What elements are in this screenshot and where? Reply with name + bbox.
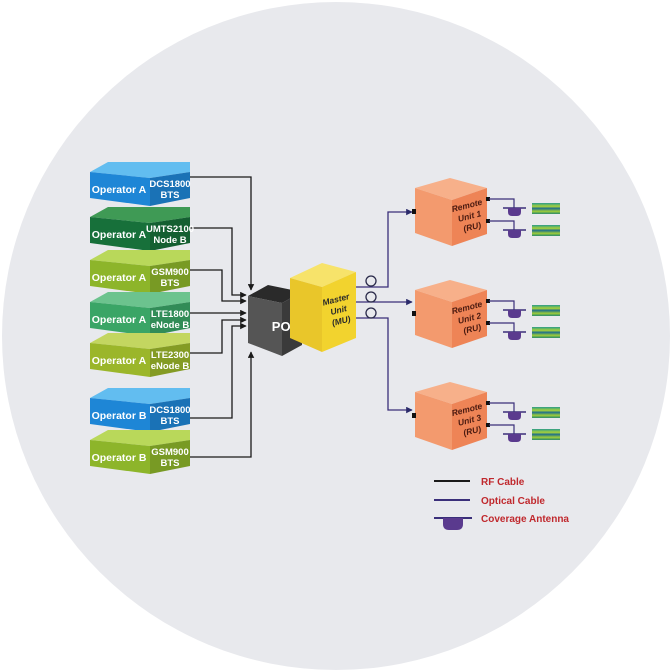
mu-label-line2: Unit bbox=[329, 303, 349, 317]
coverage-antenna-icon bbox=[503, 433, 526, 442]
coverage-area-icon bbox=[532, 203, 560, 214]
technology-sublabel: BTS bbox=[161, 458, 180, 469]
optical-cables bbox=[356, 208, 413, 414]
legend-optical-label: Optical Cable bbox=[481, 496, 545, 507]
rf-cable bbox=[190, 316, 247, 354]
technology-label: GSM900 bbox=[151, 447, 189, 458]
rf-cable bbox=[190, 351, 255, 458]
rf-cable bbox=[190, 176, 255, 291]
optical-cable bbox=[489, 424, 515, 434]
coverage-antenna-icon bbox=[434, 517, 472, 530]
technology-sublabel: eNode B bbox=[151, 320, 190, 331]
technology-label: LTE1800 bbox=[151, 309, 189, 320]
poi-label: POI bbox=[272, 319, 294, 334]
coverage-area-icon bbox=[532, 225, 560, 236]
coverage-area-icon bbox=[532, 429, 560, 440]
coverage-antenna-icon bbox=[503, 411, 526, 420]
operator-label: Operator B bbox=[92, 452, 147, 464]
remote-unit-label: (RU) bbox=[462, 220, 482, 234]
fiber-coil-icon bbox=[365, 307, 377, 319]
operator-label: Operator A bbox=[92, 272, 147, 284]
operator-label: Operator A bbox=[92, 355, 147, 367]
fiber-coil-icon bbox=[365, 291, 377, 303]
operator-label: Operator A bbox=[92, 314, 147, 326]
coverage-area-icon bbox=[532, 407, 560, 418]
optical-cable bbox=[489, 402, 515, 412]
mu-label-line3: (MU) bbox=[331, 314, 352, 328]
coverage-area-icon bbox=[532, 327, 560, 338]
coverage-area-icon bbox=[532, 305, 560, 316]
remote-unit-label: (RU) bbox=[462, 424, 482, 438]
rf-cables bbox=[190, 176, 255, 458]
remote-unit-label: (RU) bbox=[462, 322, 482, 336]
operator-label: Operator A bbox=[92, 229, 147, 241]
rf-cable bbox=[190, 227, 247, 299]
operator-label: Operator A bbox=[92, 184, 147, 196]
optical-cable bbox=[489, 300, 515, 310]
coverage-antenna-icon bbox=[503, 207, 526, 216]
optical-cable bbox=[489, 220, 515, 230]
fiber-coil-icon bbox=[365, 275, 377, 287]
coverage-antenna-icon bbox=[503, 229, 526, 238]
technology-label: DCS1800 bbox=[149, 179, 190, 190]
technology-sublabel: eNode B bbox=[151, 361, 190, 372]
optical-cable bbox=[489, 322, 515, 332]
optical-cable bbox=[356, 208, 413, 288]
operator-label: Operator B bbox=[92, 410, 147, 422]
legend-rf-label: RF Cable bbox=[481, 477, 525, 488]
technology-sublabel: BTS bbox=[161, 416, 180, 427]
master-unit: Master Unit (MU) bbox=[290, 263, 356, 352]
legend-antenna-label: Coverage Antenna bbox=[481, 514, 569, 525]
technology-label: UMTS2100 bbox=[146, 224, 194, 235]
rf-cable bbox=[190, 269, 247, 305]
optical-cable bbox=[489, 198, 515, 208]
technology-label: LTE2300 bbox=[151, 350, 189, 361]
technology-label: DCS1800 bbox=[149, 405, 190, 416]
coverage-antenna-icon bbox=[503, 331, 526, 340]
technology-sublabel: BTS bbox=[161, 190, 180, 201]
technology-sublabel: BTS bbox=[161, 278, 180, 289]
technology-label: GSM900 bbox=[151, 267, 189, 278]
legend: RF Cable Optical Cable Coverage Antenna bbox=[434, 477, 569, 530]
rf-cable bbox=[190, 322, 247, 419]
coverage-antenna-icon bbox=[503, 309, 526, 318]
technology-sublabel: Node B bbox=[153, 235, 186, 246]
